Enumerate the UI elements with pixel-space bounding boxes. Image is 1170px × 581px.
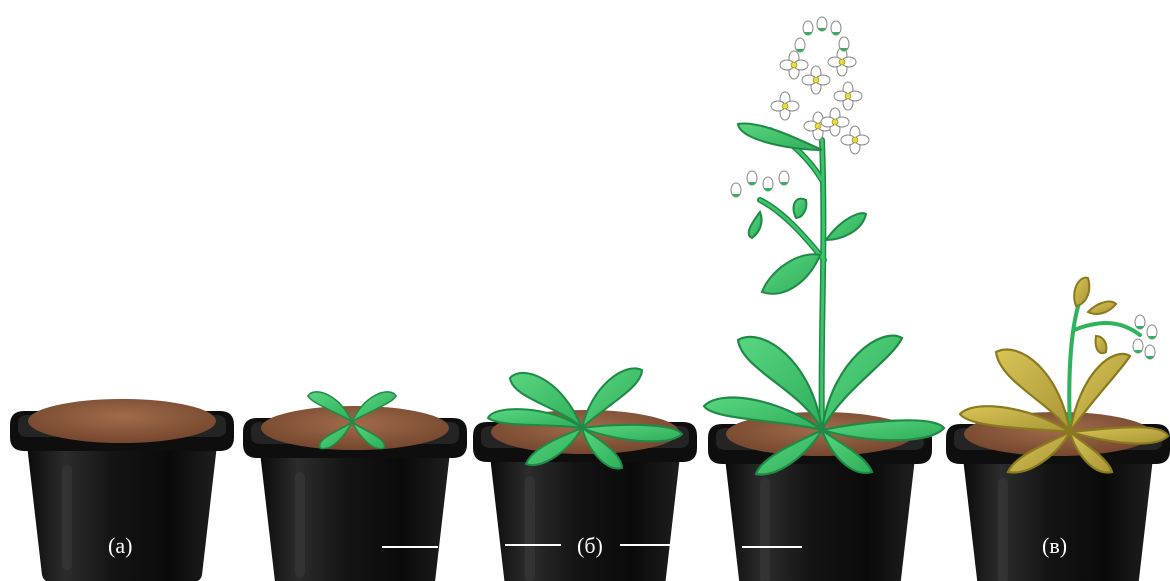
flower-cluster <box>731 17 869 197</box>
pot-stage-seedling <box>243 406 467 581</box>
senescent-top-leaves <box>1074 278 1116 354</box>
stem-leaves <box>738 123 866 293</box>
senescent-buds <box>1133 315 1157 359</box>
label-b: (б) <box>577 533 603 558</box>
label-a: (а) <box>108 533 132 558</box>
label-c: (в) <box>1042 533 1067 558</box>
